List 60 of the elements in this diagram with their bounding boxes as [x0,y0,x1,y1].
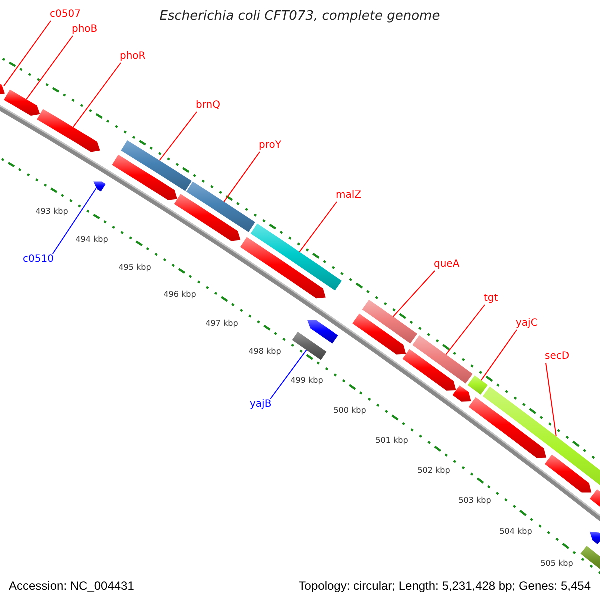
position-label: 499 kbp [290,376,324,386]
leader-line [392,270,436,318]
gene-feature [402,349,456,391]
genome-stats-label: Topology: circular; Length: 5,231,428 bp; Genes: 5,454 [298,579,591,593]
gene-label: brnQ [196,100,220,112]
position-label: 500 kbp [334,406,366,416]
position-label: 494 kbp [76,235,108,245]
leader-line [4,20,52,87]
gene-feature [544,454,592,493]
position-label: 496 kbp [164,290,196,300]
gene-feature [308,320,338,344]
position-label: 501 kbp [376,436,408,446]
gene-label: malZ [336,190,362,202]
map-title: Escherichia coli CFT073, complete genome [160,9,440,24]
gene-label: c0507 [50,9,81,21]
gene-block [362,300,418,344]
position-label: 505 kbp [540,559,574,569]
gene-block [412,336,473,384]
gene-feature [94,182,106,192]
leader-line [270,350,308,400]
gene-block [186,182,256,232]
leader-line [546,362,557,438]
leader-line [299,202,338,253]
gene-feature [452,386,472,402]
position-label: 502 kbp [418,466,450,476]
gene-block [292,332,327,360]
position-label: 504 kbp [500,527,532,537]
gene-label: proY [259,140,282,152]
gene-label: c0510 [23,254,54,266]
leader-line [224,152,260,202]
leader-line [72,62,122,128]
accession-label: Accession: NC_004431 [9,579,134,593]
position-label: 495 kbp [118,263,152,273]
position-label: 498 kbp [248,347,282,357]
gene-feature [4,90,40,116]
leader-line [446,304,486,356]
gene-label: yajB [250,399,272,411]
gene-label: secD [545,351,570,363]
leader-line [159,112,198,162]
gene-label: phoR [120,51,146,63]
leader-line [26,36,74,100]
gene-label: tgt [484,293,498,305]
gene-label: queA [434,259,460,271]
position-label: 493 kbp [36,207,68,217]
gene-label: phoB [72,24,98,36]
leader-line [480,330,518,381]
gene-label: yajC [516,318,538,330]
gene-block [250,224,342,291]
position-label: 497 kbp [206,319,238,329]
gene-block [468,376,488,395]
gene-feature [352,314,406,355]
gene-feature [590,532,600,544]
gene-feature [112,154,178,200]
leader-line [52,188,97,254]
gene-feature [240,237,326,299]
gene-block [121,140,192,192]
gene-feature [37,109,100,152]
position-label: 503 kbp [458,496,492,506]
gene-feature [468,397,546,458]
gene-feature [174,194,241,242]
